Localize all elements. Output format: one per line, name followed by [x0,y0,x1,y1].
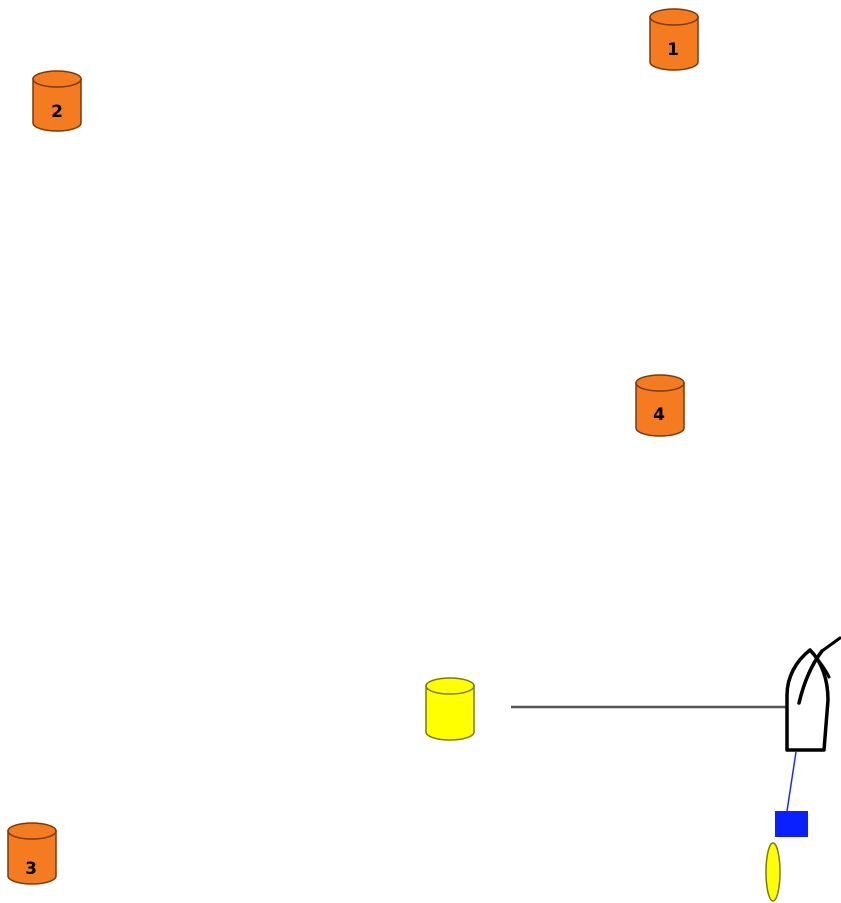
mark-buoy-1: 1 [650,9,698,70]
mark-label-2: 2 [51,102,63,122]
mark-buoy-2: 2 [33,71,81,131]
yellow-cylinder-buoy-icon [426,678,474,740]
boat-icon [787,638,840,750]
mark-buoy-3: 3 [8,823,56,884]
yellow-buoy [426,678,474,740]
boat [787,638,840,750]
cylinder-buoy-icon [33,71,81,131]
blue-float-icon [775,811,808,837]
mark-buoy-4: 4 [636,375,684,436]
mark-label-1: 1 [667,40,679,60]
mark-label-4: 4 [653,405,665,425]
drift-line [787,752,796,811]
boat-flag [822,638,840,651]
yellow-fender-icon [766,843,780,901]
mark-label-3: 3 [25,859,37,879]
